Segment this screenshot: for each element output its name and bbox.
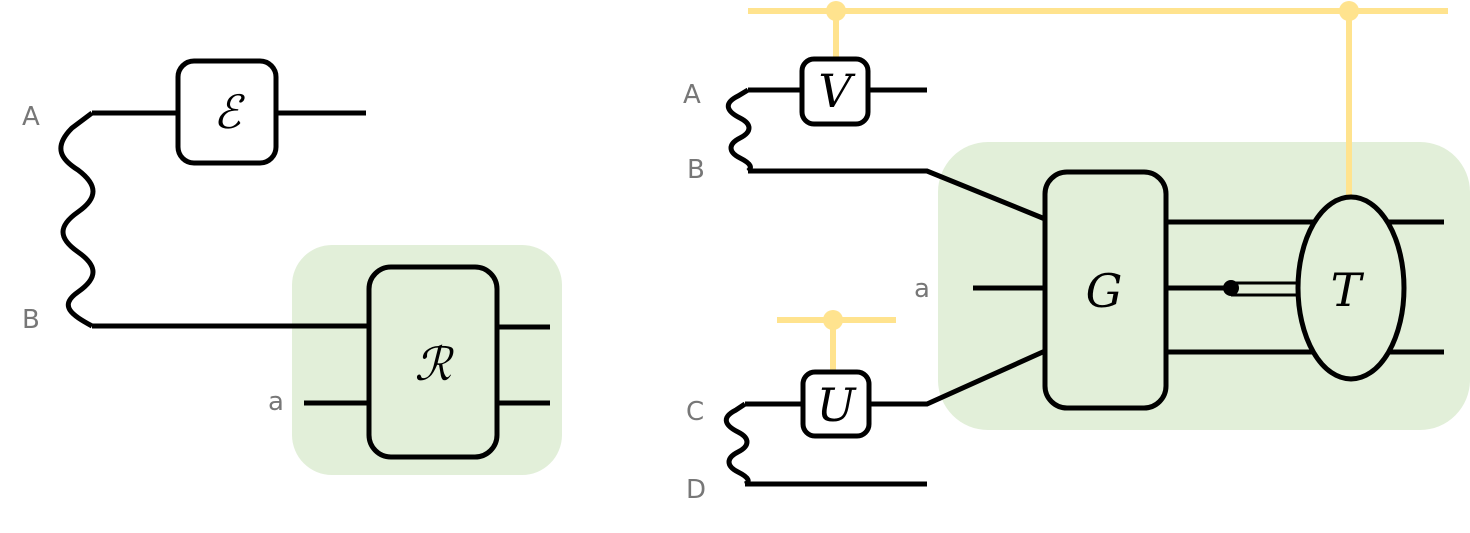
recovery-gate-symbol: ℛ [415, 337, 455, 391]
label-B-right: B [687, 155, 705, 185]
entanglement-squiggle-cd [723, 401, 751, 487]
label-D-right: D [686, 475, 706, 505]
left-diagram: ℰ ℛ A B a [22, 58, 562, 475]
t-gate-ellipse [1295, 194, 1407, 382]
label-a-left: a [268, 387, 284, 417]
label-A-left: A [22, 102, 40, 132]
recovery-gate-box [366, 264, 500, 460]
g-gate-symbol: G [1086, 264, 1123, 318]
label-C-right: C [686, 397, 704, 427]
right-diagram: V U G T A B a C D [683, 1, 1470, 505]
wire-u-out [869, 348, 1047, 407]
v-gate-symbol: V [818, 64, 856, 118]
label-B-left: B [22, 305, 40, 335]
label-a-right: a [914, 274, 930, 304]
entanglement-squiggle-ab [58, 111, 96, 329]
label-A-right: A [683, 80, 701, 110]
u-gate-symbol: U [817, 378, 858, 432]
wire-b-right [748, 168, 1046, 222]
channel-gate-symbol: ℰ [213, 85, 245, 139]
t-gate-symbol: T [1331, 263, 1365, 317]
entanglement-squiggle-ab-right [725, 87, 753, 173]
